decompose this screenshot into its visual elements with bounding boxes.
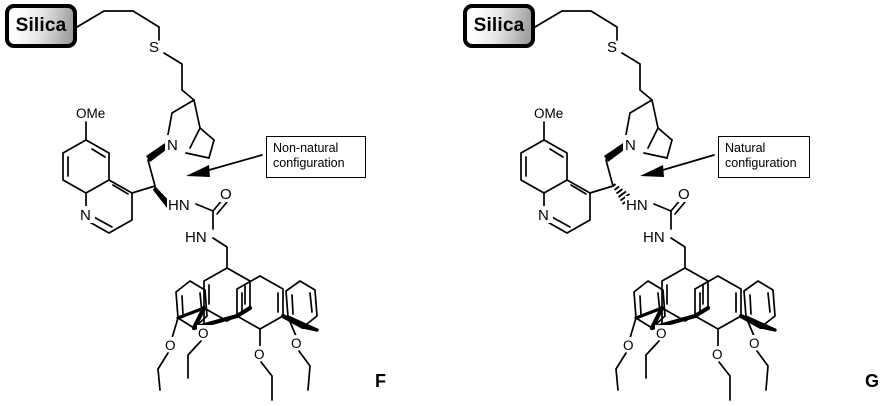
callout-arrow-F — [186, 154, 263, 177]
ether-oxygen-4-label-G: O — [749, 336, 760, 351]
ether-oxygen-3-label-F: O — [254, 347, 265, 362]
sulfur-atom-label-G: S — [607, 39, 617, 56]
methylene-bridge-4-G — [738, 313, 764, 330]
quinoline-nitrogen-label-F: N — [80, 207, 91, 224]
ether-oxygen-2-label-G: O — [656, 326, 667, 341]
structure-panel-F: Silica S — [5, 4, 386, 401]
callout-arrow-G — [640, 154, 715, 177]
methylene-bridge-3-F — [234, 305, 253, 319]
methylene-bridge-4-F — [280, 313, 306, 330]
callout-box-F: Non-natural configuration — [266, 136, 366, 178]
chemical-structure-G: S N OMe — [520, 10, 777, 401]
urea-carbonyl-oxygen-label-G: O — [678, 186, 690, 203]
chemical-structure-F: S N — [62, 10, 319, 401]
ether-oxygen-3-label-G: O — [712, 347, 723, 362]
silica-label-F: Silica — [15, 15, 67, 36]
calixarene-G: O O O O — [615, 267, 777, 401]
ether-oxygen-4-label-F: O — [291, 336, 302, 351]
methoxy-label-G: OMe — [534, 106, 563, 121]
methylene-bridge-7-G — [759, 325, 777, 332]
quinuclidine-nitrogen-label-G: N — [625, 137, 636, 154]
methylene-bridge-5-G — [634, 306, 664, 320]
urea-nh-upper-label-F: HN — [168, 197, 190, 214]
silica-label-G: Silica — [473, 15, 525, 36]
urea-group-G: HN O HN — [625, 186, 691, 269]
methylene-bridge-3-G — [692, 305, 711, 319]
urea-nh-lower-label-G: HN — [643, 229, 665, 246]
bond-to-stereocenter-F — [147, 159, 156, 187]
ether-oxygen-1-label-G: O — [623, 338, 634, 353]
urea-group-F: HN O HN — [167, 186, 233, 269]
structure-panel-G: Silica S N — [440, 0, 881, 406]
methylene-bridge-1-F — [191, 305, 207, 331]
methoxyquinoline-G: OMe N — [520, 106, 614, 234]
propyl-linker-upper-G — [534, 10, 618, 41]
silica-support-box-F: Silica — [5, 4, 77, 48]
calixarene-F: O O O O — [157, 267, 319, 401]
quinuclidine-nitrogen-label-F: N — [167, 137, 178, 154]
structure-label-G: G — [865, 371, 880, 391]
propyl-linker-lower-F — [163, 52, 195, 101]
methoxyquinoline-F: OMe N — [62, 106, 156, 234]
methylene-bridge-5-F — [176, 306, 206, 320]
ether-oxygen-2-label-F: O — [198, 326, 209, 341]
sulfur-atom-label-F: S — [149, 39, 159, 56]
methylene-bridge-7-F — [301, 325, 319, 332]
methoxy-label-F: OMe — [76, 106, 105, 121]
quinoline-nitrogen-label-G: N — [538, 207, 549, 224]
quinuclidine-ring-F: N — [146, 99, 215, 162]
silica-support-box-G: Silica — [463, 4, 535, 48]
structure-label-F: F — [375, 371, 386, 391]
urea-nh-upper-label-G: HN — [626, 197, 648, 214]
urea-carbonyl-oxygen-label-F: O — [220, 186, 232, 203]
urea-nh-lower-label-F: HN — [185, 229, 207, 246]
propyl-linker-upper-F — [76, 10, 160, 41]
callout-box-G: Natural configuration — [718, 136, 810, 178]
methylene-bridge-1-G — [649, 305, 665, 331]
propyl-linker-lower-G — [621, 52, 653, 101]
bond-to-stereocenter-G — [605, 159, 614, 187]
ether-oxygen-1-label-F: O — [165, 338, 176, 353]
quinuclidine-ring-G: N — [604, 99, 673, 162]
